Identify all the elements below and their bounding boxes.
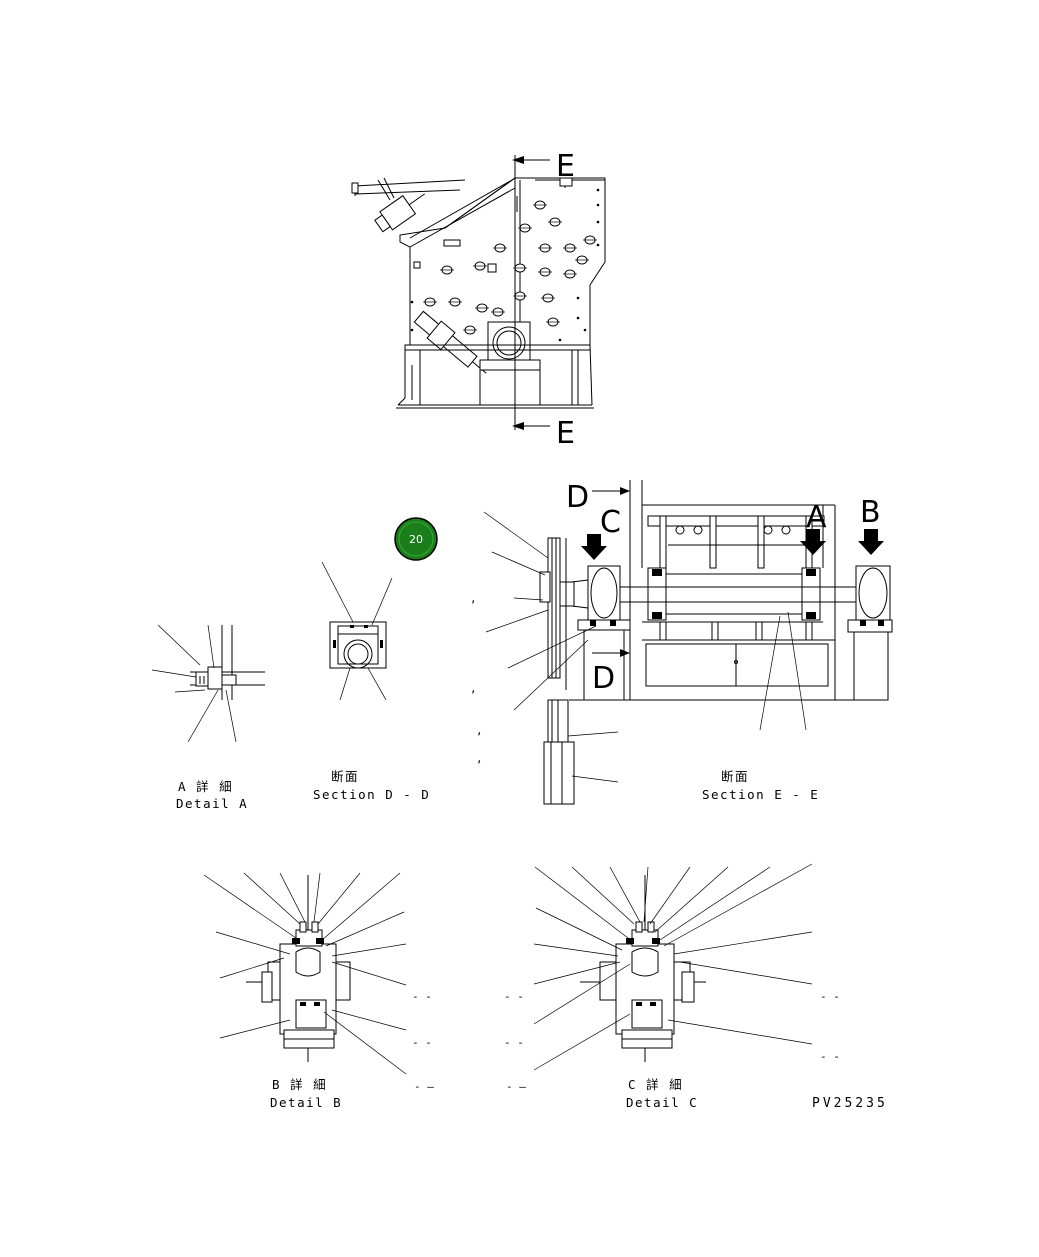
placeholder-comma-4: ,	[476, 752, 483, 765]
placeholder-dash-2: - -	[504, 990, 524, 1003]
section-dd-caption-en: Section D - D	[313, 787, 430, 802]
detail-a-caption-en: Detail A	[176, 796, 248, 811]
placeholder-comma-3: ,	[476, 724, 483, 737]
placeholder-dash-7: - -	[820, 990, 840, 1003]
section-e-top-label: E	[556, 149, 575, 184]
placeholder-dash-6: - —	[506, 1080, 526, 1093]
section-e-bottom-label: E	[556, 416, 575, 451]
placeholder-dash-3: - -	[412, 1036, 432, 1049]
section-dd-caption-jp: 断面	[331, 769, 359, 784]
section-dd-drawing	[321, 561, 393, 701]
placeholder-dash-1: - -	[412, 990, 432, 1003]
detail-b-marker: B	[860, 495, 881, 530]
section-ee-caption-jp: 断面	[721, 769, 749, 784]
callout-badge[interactable]: 20	[394, 517, 438, 561]
callout-badge-number: 20	[409, 533, 423, 546]
section-ee-caption-en: Section E - E	[702, 787, 819, 802]
crusher-side-view: E E	[351, 149, 606, 451]
detail-a-drawing	[151, 624, 265, 743]
detail-c-drawing	[533, 863, 813, 1071]
detail-a-marker: A	[806, 500, 827, 535]
detail-c-caption-jp: C 詳 細	[628, 1077, 683, 1092]
detail-b-caption-en: Detail B	[270, 1095, 342, 1110]
drawing-id: PV25235	[812, 1096, 888, 1111]
section-d-top-label: D	[566, 480, 589, 515]
placeholder-comma-2: ,	[470, 682, 477, 695]
section-ee-drawing: D D C A B	[483, 480, 893, 805]
detail-a-caption-jp: A 詳 細	[178, 779, 233, 794]
placeholder-dash-5: - —	[414, 1080, 434, 1093]
detail-c-caption-en: Detail C	[626, 1095, 698, 1110]
placeholder-dash-8: - -	[820, 1050, 840, 1063]
placeholder-dash-4: - -	[504, 1036, 524, 1049]
detail-c-marker: C	[600, 505, 621, 540]
detail-b-drawing	[203, 872, 407, 1075]
detail-b-caption-jp: B 詳 細	[272, 1077, 327, 1092]
placeholder-comma-1: ,	[470, 592, 477, 605]
section-d-bottom-label: D	[592, 661, 615, 696]
